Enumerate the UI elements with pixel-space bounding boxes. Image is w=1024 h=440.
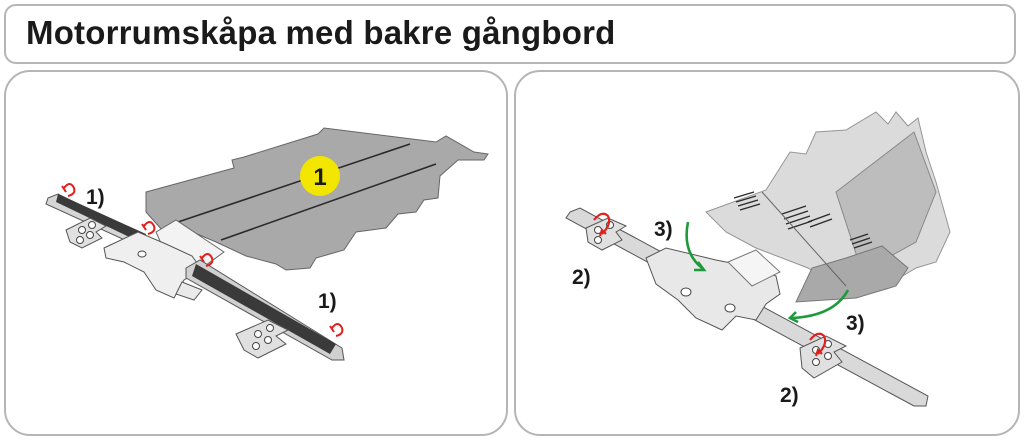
bracket-upper [65, 217, 108, 249]
rotation-arrow-upper [593, 212, 611, 237]
step-marker-number: 1 [313, 164, 326, 191]
label-1-upper: 1) [86, 186, 105, 209]
right-illustration: 3) 2) 3) 2) [565, 111, 951, 407]
left-illustration: 1 1) 1) [45, 127, 489, 361]
rotation-mark-4 [329, 323, 344, 337]
label-2-left: 2) [572, 266, 591, 289]
page-title: Motorrumskåpa med bakre gångbord [26, 14, 616, 51]
left-panel: 1 1) 1) [4, 70, 508, 436]
bracket-lower [235, 319, 290, 359]
label-3-left: 3) [654, 218, 673, 241]
rotation-mark-3 [199, 253, 214, 267]
rotation-arrow-lower [809, 332, 827, 357]
right-panel: 3) 2) 3) 2) [514, 70, 1020, 436]
fold-arrow-right [787, 289, 850, 324]
title-bar: Motorrumskåpa med bakre gångbord [4, 4, 1016, 64]
grille-right [849, 233, 873, 249]
rotation-mark-1 [61, 183, 76, 197]
engine-cover-sheet [145, 127, 489, 271]
label-3-right: 3) [846, 312, 865, 335]
grille-left [733, 191, 761, 211]
label-1-lower: 1) [318, 290, 337, 313]
bracket-lower-right [799, 335, 848, 379]
fold-arrow-left [685, 221, 707, 272]
rotation-mark-2 [141, 221, 156, 235]
label-2-right: 2) [780, 384, 799, 407]
step-marker [300, 156, 340, 196]
